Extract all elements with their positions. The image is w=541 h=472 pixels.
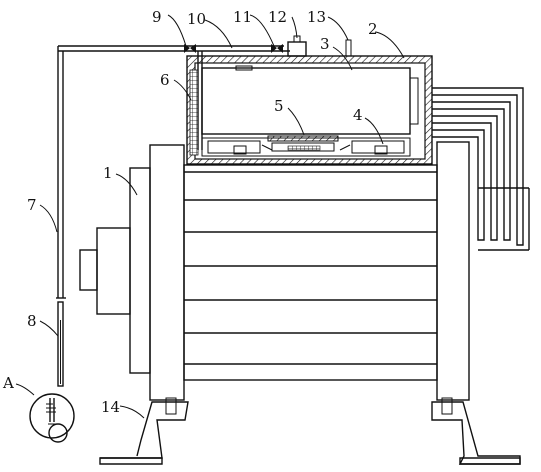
label-8: 8 bbox=[27, 312, 37, 330]
label-12: 12 bbox=[268, 8, 287, 26]
gauge-tube bbox=[56, 297, 66, 387]
label-4: 4 bbox=[353, 106, 363, 124]
housing-box bbox=[186, 55, 433, 165]
feet bbox=[99, 397, 521, 465]
valve-11 bbox=[271, 44, 283, 53]
cooling-coil bbox=[432, 87, 530, 251]
label-11: 11 bbox=[233, 8, 252, 26]
label-9: 9 bbox=[152, 8, 162, 26]
motor-body bbox=[183, 164, 438, 381]
label-14: 14 bbox=[101, 398, 120, 416]
label-7: 7 bbox=[27, 196, 37, 214]
leader-lines bbox=[15, 14, 405, 419]
motor-left-end-plate bbox=[79, 144, 185, 401]
label-a: A bbox=[2, 374, 14, 392]
vent-13 bbox=[345, 39, 352, 57]
gauge-detail-a bbox=[29, 393, 75, 443]
top-pipe bbox=[57, 45, 290, 298]
label-3: 3 bbox=[320, 35, 330, 53]
label-2: 2 bbox=[368, 20, 378, 38]
label-10: 10 bbox=[187, 10, 206, 28]
motor-right-end-plate bbox=[436, 141, 470, 401]
label-1: 1 bbox=[103, 164, 113, 182]
label-5: 5 bbox=[274, 97, 284, 115]
pump-12 bbox=[287, 35, 307, 57]
valve-9 bbox=[184, 44, 196, 53]
label-13: 13 bbox=[307, 8, 326, 26]
label-6: 6 bbox=[160, 71, 170, 89]
